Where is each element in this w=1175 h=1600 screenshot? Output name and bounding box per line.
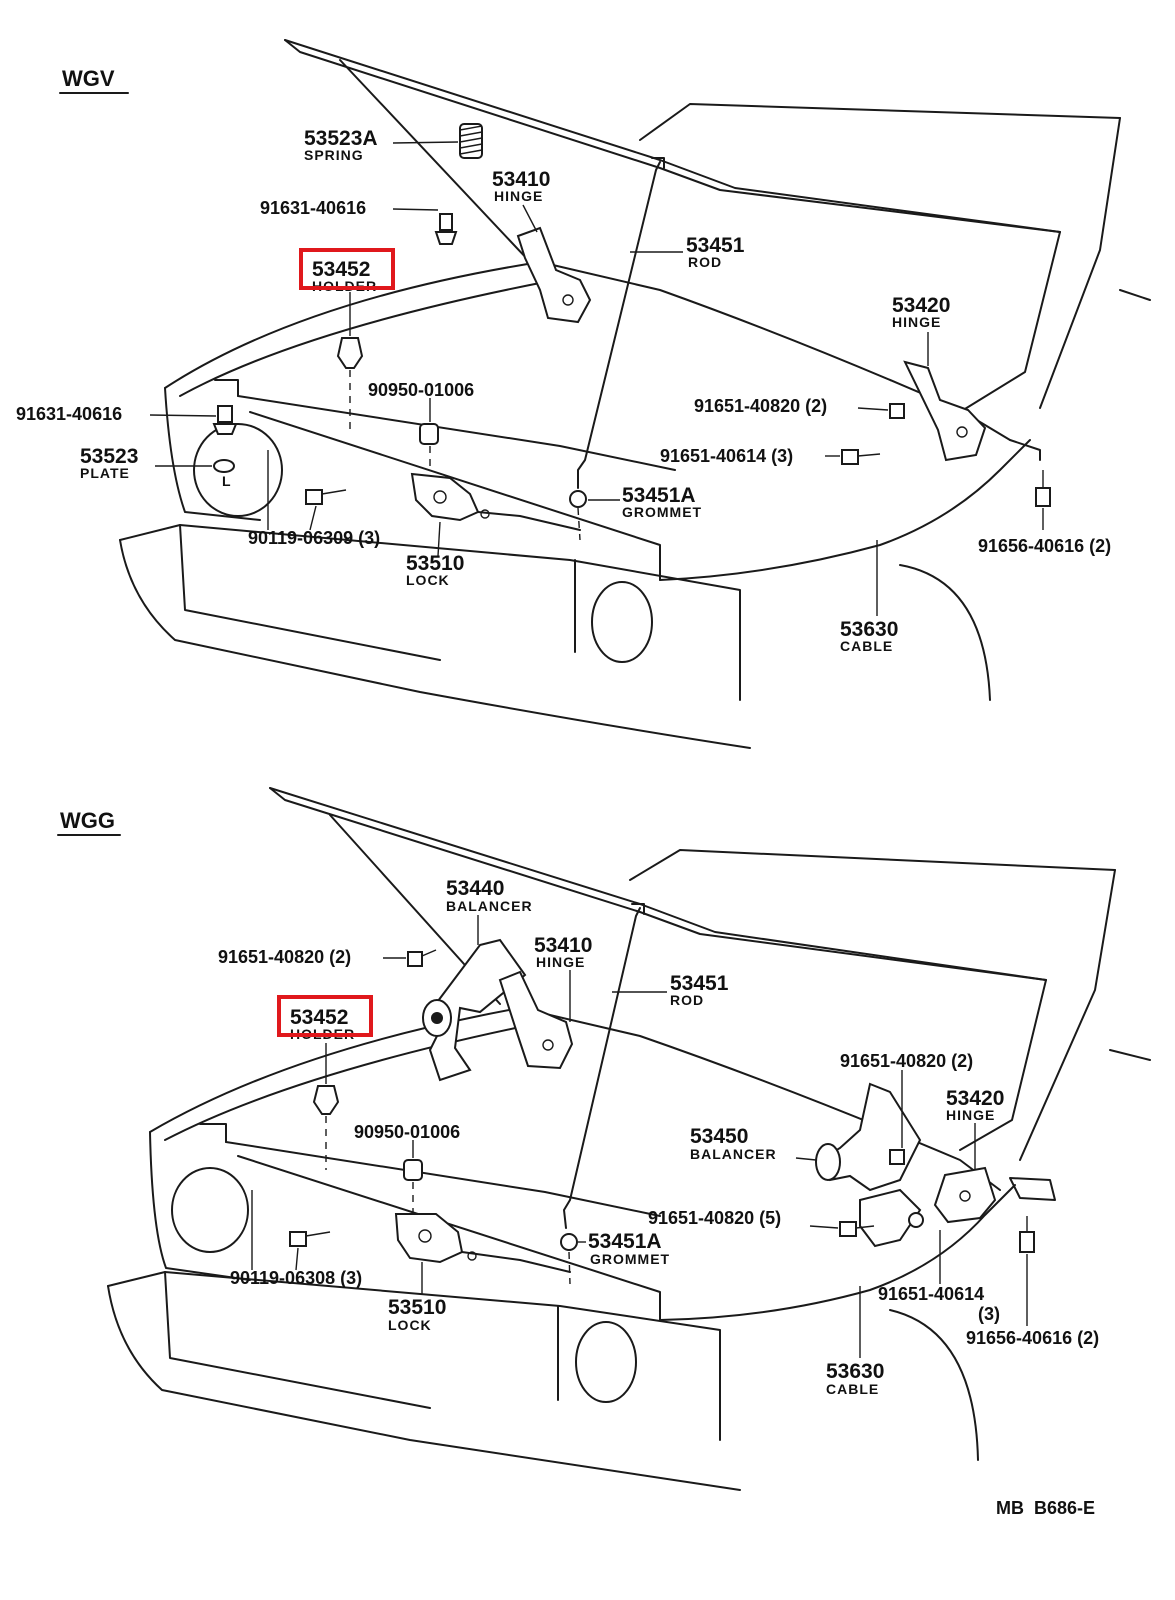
leader-lines-bottom [251,915,1028,1358]
hinge-53420-top [903,360,987,462]
label-91631-40616-b: 91631-40616 [16,404,122,424]
cushion-90950-bottom [403,1159,423,1212]
label-grommet-b: GROMMET [590,1251,670,1267]
label-91651-40614-qty: (3) [978,1304,1000,1324]
grommet-53451a-bottom [560,1233,578,1285]
label-53420-b: 53420 [946,1087,1004,1110]
hinge-53410-bottom [498,970,574,1070]
label-hinge-r-b: HINGE [946,1107,995,1123]
label-balancer-l: BALANCER [446,898,533,914]
bolts-top [212,213,1051,507]
hood-panel [284,39,1151,413]
label-plate: PLATE [80,465,130,481]
highlight-box-53452-top [299,248,395,290]
vehicle-front-body [107,1007,1016,1491]
label-cable-b: CABLE [826,1381,879,1397]
plate-mark: L [222,473,232,489]
label-91651-40820-c: 91651-40820 (5) [648,1208,781,1228]
wgg-section: WGG [57,787,1151,1491]
labels-bottom: 53440 BALANCER 53410 HINGE 91651-40820 (… [218,877,1099,1397]
label-53451a: 53451A [622,484,696,507]
label-53451: 53451 [686,234,745,257]
diagram-reference-code: MB B686-E [996,1498,1095,1518]
label-53451-b: 53451 [670,972,729,995]
labels-top: 53523A SPRING 53410 HINGE 91631-40616 53… [16,127,1111,654]
label-91651-40614: 91651-40614 (3) [660,446,793,466]
label-53420: 53420 [892,294,950,317]
bolts-bottom [289,949,1035,1253]
label-lock: LOCK [406,572,450,588]
label-53450: 53450 [690,1125,748,1148]
label-90950-01006-b: 90950-01006 [354,1122,460,1142]
label-hinge-l: HINGE [494,188,543,204]
label-lock-b: LOCK [388,1317,432,1333]
label-spring: SPRING [304,147,364,163]
hood-support-rod-top [577,157,665,489]
label-hinge-l-b: HINGE [536,954,585,970]
label-91656-40616-b: 91656-40616 (2) [966,1328,1099,1348]
section-title-wgv: WGV [62,66,115,91]
spring-53523a [459,123,483,159]
label-hinge-r: HINGE [892,314,941,330]
label-91651-40820: 91651-40820 (2) [694,396,827,416]
label-cable: CABLE [840,638,893,654]
hinge-53410-top [516,226,592,324]
label-53452-b: 53452 [290,1006,348,1029]
label-90119-06309: 90119-06309 (3) [248,528,380,548]
hood-lock-53510-bottom [394,1213,571,1273]
vehicle-front-body [119,261,1041,749]
label-rod-b: ROD [670,992,704,1008]
holder-53452-top [336,337,364,430]
label-91656-40616: 91656-40616 (2) [978,536,1111,556]
label-53630: 53630 [840,618,898,641]
label-53410-b: 53410 [534,934,592,957]
label-91651-40614-b: 91651-40614 [878,1284,984,1304]
label-90950-01006: 90950-01006 [368,380,474,400]
hinge-53420-bottom [933,1166,1056,1224]
label-91651-40820-b: 91651-40820 (2) [840,1051,973,1071]
balancer-53440 [422,938,527,1082]
hood-lock-53510-top [410,472,581,531]
leader-lines-top [149,141,1044,616]
label-53451a-b: 53451A [588,1230,662,1253]
label-53510: 53510 [406,552,464,575]
label-53410: 53410 [492,168,550,191]
label-rod: ROD [688,254,722,270]
label-90119-06308: 90119-06308 (3) [230,1268,362,1288]
cushion-90950-top [419,423,439,470]
label-91631-40616-a: 91631-40616 [260,198,366,218]
highlight-box-53452-bottom [277,995,373,1037]
label-53452: 53452 [312,258,370,281]
wgv-section: WGV [16,39,1151,749]
grommet-53451a-top [569,490,587,541]
label-balancer-r: BALANCER [690,1146,777,1162]
label-53440: 53440 [446,877,504,900]
section-title-wgg: WGG [60,808,115,833]
label-53523: 53523 [80,445,138,468]
label-53523a: 53523A [304,127,378,150]
hood-support-rod-bottom [563,903,645,1229]
label-53510-b: 53510 [388,1296,446,1319]
holder-53452-bottom [312,1085,340,1170]
label-53630-b: 53630 [826,1360,884,1383]
label-91651-40820-a: 91651-40820 (2) [218,947,351,967]
label-grommet: GROMMET [622,504,702,520]
